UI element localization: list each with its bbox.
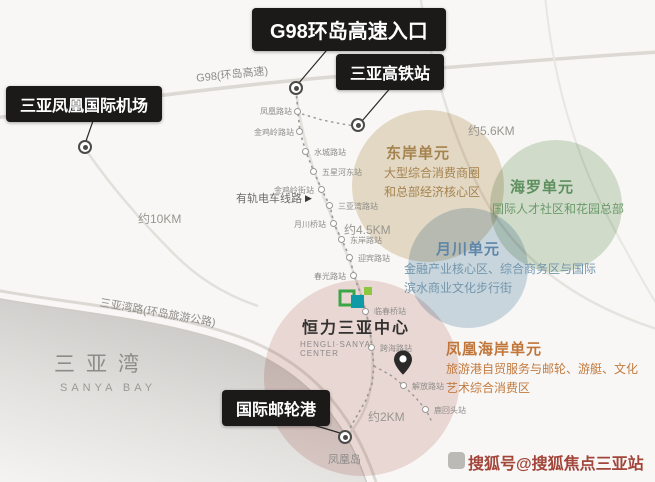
airport-dot <box>78 140 92 154</box>
yuechuan-unit-title: 月川单元 <box>436 241 501 258</box>
tram-station-dot <box>294 108 301 115</box>
tram-station-dot <box>318 186 325 193</box>
location-pin-icon <box>394 350 412 375</box>
g98-entrance-label: G98环岛高速入口 <box>252 8 446 51</box>
phoenix-unit-desc: 旅游港自贸服务与邮轮、游艇、文化艺术综合消费区 <box>446 362 639 395</box>
tram-station-dot <box>346 254 353 261</box>
g98-entrance-dot <box>289 81 303 95</box>
watermark-text: 搜狐号@搜狐焦点三亚站 <box>468 456 644 473</box>
tram-station-label: 临春桥站 <box>374 307 406 316</box>
tram-station-dot <box>350 272 357 279</box>
bay-name-cn: 三亚湾 <box>54 353 150 376</box>
tram-branch-hsr <box>301 113 357 127</box>
tram-station-label: 解放路站 <box>412 382 444 391</box>
g98-road-label: G98(环岛高速) <box>195 65 269 85</box>
hsr-station-dot <box>351 118 365 132</box>
tram-station-label: 迎宾路站 <box>358 254 390 263</box>
tram-station-label: 五星河东站 <box>322 168 362 177</box>
tram-station-dot <box>400 382 407 389</box>
east-unit-desc: 大型综合消费商圈和总部经济核心区 <box>384 166 481 199</box>
project-name-cn: 恒力三亚中心 <box>301 320 410 337</box>
tram-station-label: 春光路站 <box>314 272 346 281</box>
cruise-port-dot <box>338 430 352 444</box>
bay-road-label: 三亚湾路(环岛旅游公路) <box>98 297 217 330</box>
tram-station-dot <box>330 220 337 227</box>
phoenix-unit-title: 凤凰海岸单元 <box>446 341 543 358</box>
airport-label: 三亚凤凰国际机场 <box>6 86 163 122</box>
tram-station-label: 水城路站 <box>314 148 346 157</box>
tram-station-label: 金鸡岭路站 <box>254 128 294 137</box>
tram-station-dot <box>302 148 309 155</box>
tram-station-dot <box>326 202 333 209</box>
hsr-station-label: 三亚高铁站 <box>336 54 445 90</box>
road-airport-link <box>84 149 259 308</box>
cruise-port-label: 国际邮轮港 <box>222 390 331 426</box>
tram-station-label: 凤凰路站 <box>260 107 292 116</box>
east-unit-title: 东岸单元 <box>386 145 451 162</box>
hengli-logo-icon <box>338 287 372 308</box>
hailuo-unit-title: 海罗单元 <box>510 179 575 196</box>
tram-station-label: 月川桥站 <box>294 220 326 229</box>
phoenix-island-label: 凤凰岛 <box>328 454 361 466</box>
sohu-icon <box>448 452 465 469</box>
tram-station-dot <box>310 168 317 175</box>
tram-station-label: 鹿回头站 <box>434 406 466 415</box>
distance-center: 约4.5KM <box>344 223 391 237</box>
yuechuan-unit-desc: 金融产业核心区、综合商务区与国际滨水商业文化步行街 <box>404 262 597 295</box>
pointer-hsr <box>361 85 393 122</box>
tram-station-label: 跨海路站 <box>380 344 412 353</box>
distance-east: 约5.6KM <box>468 124 515 138</box>
tram-station-dot <box>296 128 303 135</box>
tram-station-label: 三亚湾路站 <box>338 202 378 211</box>
distance-airport: 约10KM <box>138 212 182 226</box>
tram-station-dot <box>422 406 429 413</box>
hailuo-unit-desc: 国际人才社区和花园总部 <box>492 202 625 216</box>
project-logo: 恒力三亚中心 HENGLI·SANYA CENTER <box>300 286 412 358</box>
tram-station-label: 金鸡岭街站 <box>274 186 314 195</box>
distance-cruise: 约2KM <box>368 410 405 424</box>
bay-name-en: SANYA BAY <box>60 382 157 394</box>
